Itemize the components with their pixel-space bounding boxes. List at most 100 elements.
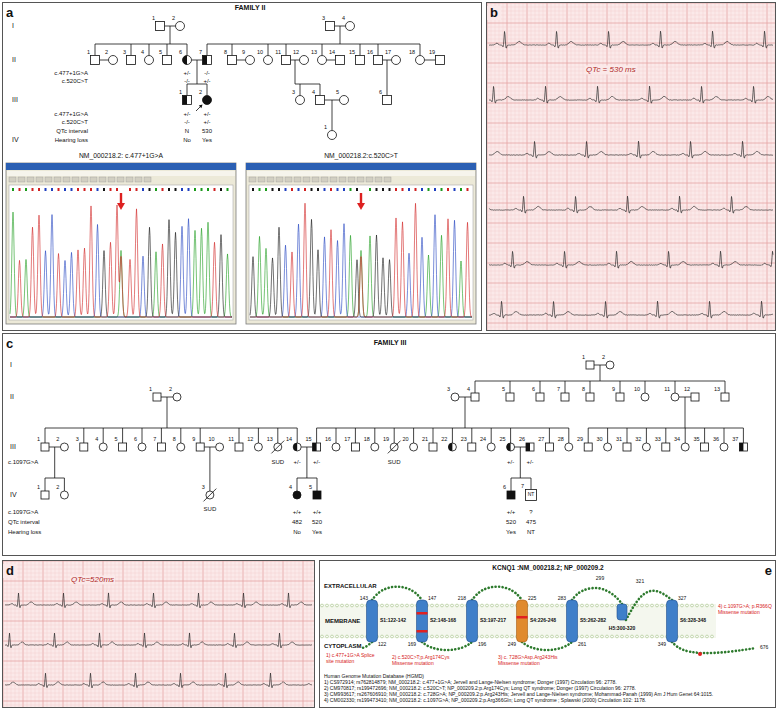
lipid-head — [581, 635, 584, 638]
male-symbol — [91, 56, 100, 65]
drawing-part — [9, 185, 233, 320]
drawing-part — [691, 393, 699, 401]
residue-number: 299 — [596, 576, 604, 582]
drawing-part — [3, 697, 314, 698]
sequence-trace — [10, 212, 232, 317]
lipid-head — [556, 635, 559, 638]
pedigree-line — [122, 428, 123, 443]
drawing-part — [487, 59, 775, 60]
drawing-part — [303, 177, 310, 182]
individual-number: 27 — [538, 436, 544, 442]
phenotype-value: +/+ — [507, 509, 516, 516]
drawing-part — [330, 177, 337, 182]
female-symbol — [60, 443, 68, 451]
mutation-mark — [417, 630, 428, 633]
segment-label: S3:197-217 — [480, 618, 506, 624]
drawing-part — [357, 177, 364, 182]
male-symbol — [157, 443, 165, 451]
drawing-part — [563, 3, 564, 330]
lipid-head — [536, 635, 539, 638]
male-symbol — [313, 491, 321, 499]
lipid-head — [401, 604, 404, 607]
drawing-part — [149, 188, 151, 191]
drawing-part — [507, 443, 515, 451]
pedigree-line — [209, 447, 210, 478]
mutation-label: 1) c.477+1G>A Splice site mutation — [326, 653, 376, 665]
drawing-part — [527, 3, 528, 330]
drawing-part — [487, 187, 775, 188]
chromatogram-title: NM_000218.2: c.477+1G>A — [6, 150, 236, 161]
lipid-head — [586, 635, 589, 638]
pedigree-line — [197, 60, 198, 84]
individual-number: 31 — [616, 436, 622, 442]
drawing-part — [90, 188, 92, 191]
lipid-head — [696, 635, 699, 638]
female-symbol — [606, 361, 614, 369]
sequence-trace — [10, 220, 232, 317]
lipid-head — [706, 635, 709, 638]
drawing-part — [739, 443, 747, 451]
individual-number: 19 — [383, 436, 389, 442]
helix-segment — [567, 600, 578, 642]
individual-number: 21 — [422, 436, 428, 442]
panel-letter: c — [3, 337, 16, 351]
drawing-part — [487, 327, 775, 328]
pedigree-line — [645, 381, 646, 393]
drawing-part — [434, 188, 436, 191]
lipid-head — [501, 635, 504, 638]
family-ii-pedigree — [91, 22, 445, 140]
drawing-part — [487, 183, 775, 184]
drawing-part — [429, 443, 437, 451]
drawing-part — [531, 3, 532, 330]
pedigree-line — [549, 428, 550, 443]
drawing-part — [487, 7, 775, 8]
female-symbol — [318, 56, 327, 65]
family-title: FAMILY III — [374, 339, 407, 347]
drawing-part — [51, 188, 53, 191]
drawing-part — [487, 119, 775, 120]
pedigree-line — [511, 478, 531, 479]
individual-number: 3 — [447, 386, 450, 392]
pedigree-line — [207, 44, 420, 45]
residue-number: 349 — [658, 642, 666, 648]
drawing-part — [487, 311, 775, 312]
drawing-part — [591, 3, 592, 330]
female-symbol — [293, 443, 301, 451]
pedigree-line — [620, 381, 621, 393]
sequence-trace — [250, 203, 472, 317]
drawing-part — [77, 188, 79, 191]
row-label: c.1097G>A — [8, 509, 38, 516]
drawing-part — [117, 177, 124, 182]
protein-title: KCNQ1 :NM_000218.2; NP_000209.2 — [492, 564, 603, 571]
drawing-part — [487, 95, 775, 96]
individual-number: 6 — [379, 89, 382, 95]
drawing-part — [487, 319, 775, 320]
drawing-part — [487, 267, 775, 268]
lipid-head — [431, 604, 434, 607]
pedigree-line — [355, 428, 356, 443]
lipid-head — [356, 604, 359, 607]
individual-number: 36 — [713, 436, 719, 442]
individual-number: 1 — [179, 89, 182, 95]
drawing-part — [667, 3, 668, 330]
pedigree-line — [207, 44, 208, 56]
drawing-part — [751, 3, 752, 330]
drawing-part — [681, 443, 689, 451]
lipid-head — [616, 635, 619, 638]
drawing-part — [36, 177, 43, 182]
lipid-head — [651, 635, 654, 638]
drawing-part — [142, 188, 144, 191]
female-symbol — [371, 443, 379, 451]
drawing-part — [436, 56, 445, 65]
drawing-part — [3, 649, 314, 650]
drawing-part — [495, 3, 496, 330]
drawing-part — [278, 188, 280, 191]
lipid-head — [361, 635, 364, 638]
genotype: +/- — [313, 459, 320, 466]
phenotype-value: No — [293, 529, 301, 536]
drawing-part — [32, 188, 34, 191]
drawing-part — [487, 207, 775, 208]
segment-label: H5:300-320 — [609, 626, 635, 632]
pedigree-line — [297, 478, 317, 479]
